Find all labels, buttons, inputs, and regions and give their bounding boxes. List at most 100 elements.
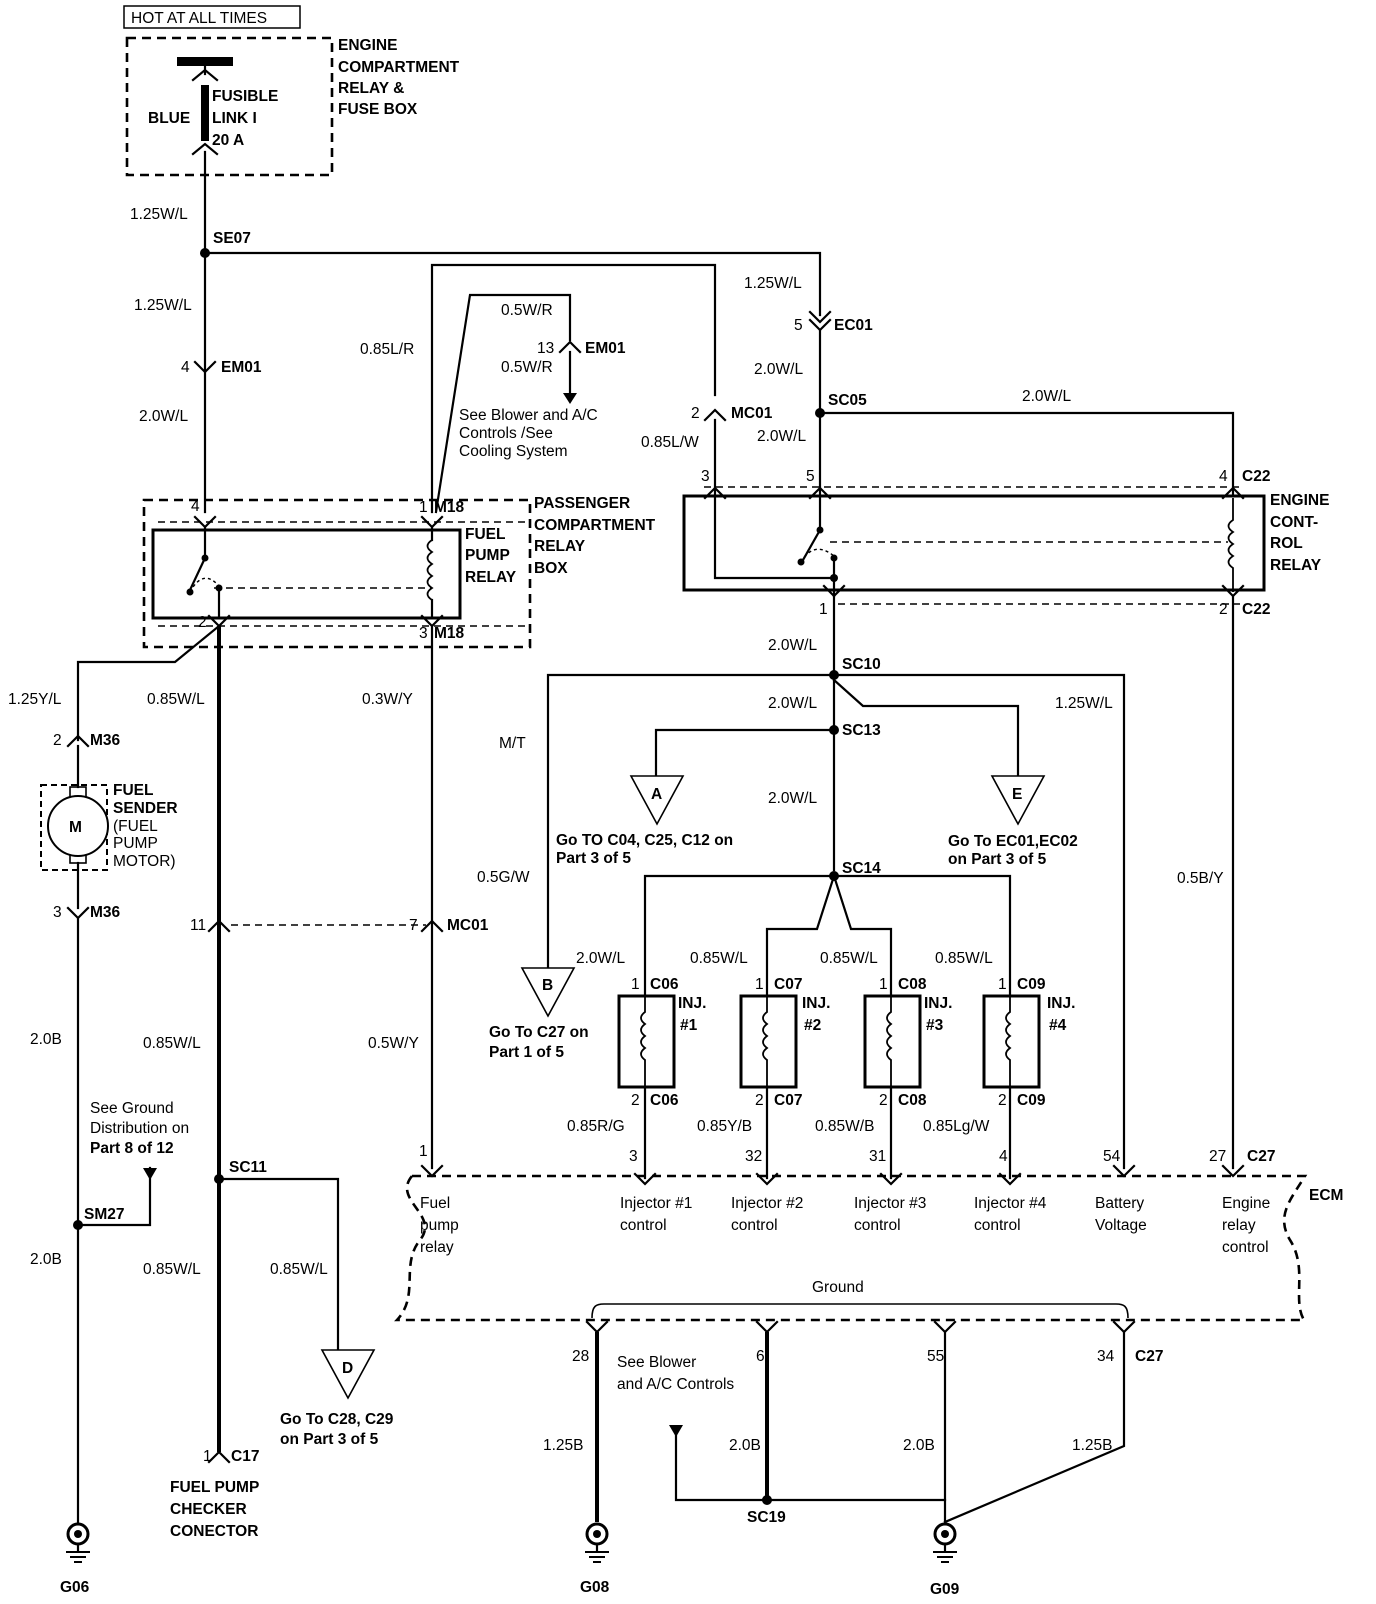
fuel-pump-relay bbox=[151, 528, 462, 620]
diagram-label: (FUEL bbox=[113, 818, 158, 835]
diagram-label: SC13 bbox=[842, 722, 881, 739]
diagram-label: C09 bbox=[1017, 1092, 1046, 1109]
diagram-label: 2.0B bbox=[903, 1437, 935, 1454]
ref-triangle-d: D Go To C28, C29 on Part 3 of 5 bbox=[280, 1349, 394, 1448]
blower-ac-note: See Blower and A/C Controls bbox=[617, 1354, 734, 1393]
connector-em01: 4 EM01 bbox=[181, 359, 262, 376]
diagram-label: 0.85W/L bbox=[935, 950, 993, 967]
diagram-label: Go To EC01,EC02 bbox=[948, 833, 1078, 850]
diagram-label: 0.5W/Y bbox=[368, 1035, 419, 1052]
diagram-label: C09 bbox=[1017, 976, 1046, 993]
injector-2: 0.85W/L 1 C07 INJ. #2 2 C07 0.85Y/B 32 bbox=[690, 950, 830, 1165]
diagram-label: Injector #3 bbox=[854, 1195, 926, 1212]
diagram-label: #3 bbox=[926, 1017, 944, 1034]
fuel-pump-checker-connector-label: FUEL PUMP CHECKER CONECTOR bbox=[170, 1479, 259, 1540]
hot-at-all-times-banner: HOT AT ALL TIMES bbox=[123, 5, 301, 29]
diagram-label: ENGINE bbox=[338, 37, 397, 54]
diagram-label: 2.0W/L bbox=[768, 695, 817, 712]
diagram-label: control bbox=[854, 1217, 901, 1234]
diagram-label: M36 bbox=[90, 732, 121, 749]
diagram-label: control bbox=[1222, 1239, 1269, 1256]
fusible-link: BLUE FUSIBLE LINK I 20 A bbox=[148, 57, 278, 156]
diagram-label: RELAY & bbox=[338, 80, 404, 97]
relay-switch-contacts: 4 2 bbox=[186, 498, 432, 631]
diagram-label: INJ. bbox=[924, 995, 952, 1012]
diagram-label: Injector #1 bbox=[620, 1195, 692, 1212]
diagram-label: 20 A bbox=[212, 132, 244, 149]
diagram-label: INJ. bbox=[802, 995, 830, 1012]
diagram-label: 1 bbox=[419, 499, 428, 516]
diagram-label: SC11 bbox=[229, 1159, 267, 1176]
diagram-label: 0.85R/G bbox=[567, 1118, 625, 1135]
diagram-label: Ground bbox=[812, 1279, 864, 1296]
diagram-label: INJ. bbox=[678, 995, 706, 1012]
wire-ground-34 bbox=[943, 1330, 1126, 1524]
diagram-label: 0.85W/L bbox=[270, 1261, 328, 1278]
wire-125wl bbox=[832, 673, 1126, 1170]
diagram-label: 2 bbox=[198, 614, 207, 631]
diagram-label: 2.0W/L bbox=[576, 950, 625, 967]
diagram-label: SC05 bbox=[828, 392, 867, 409]
diagram-label: SENDER bbox=[113, 800, 178, 817]
fuse-box-outline bbox=[125, 36, 334, 177]
diagram-label: SM27 bbox=[84, 1206, 125, 1223]
diagram-label: D bbox=[342, 1360, 353, 1377]
diagram-label: control bbox=[731, 1217, 778, 1234]
diagram-label: 31 bbox=[869, 1148, 886, 1165]
diagram-label: 5 bbox=[794, 317, 803, 334]
diagram-label: 1 bbox=[879, 976, 888, 993]
diagram-label: 1 bbox=[755, 976, 764, 993]
diagram-label: See Blower bbox=[617, 1354, 696, 1371]
diagram-label: 2.0W/L bbox=[757, 428, 806, 445]
diagram-label: A bbox=[651, 786, 662, 803]
fuel-pump-motor: M bbox=[47, 786, 109, 864]
diagram-label: FUSIBLE bbox=[212, 88, 278, 105]
diagram-label: C27 bbox=[1135, 1348, 1163, 1365]
diagram-label: Injector #2 bbox=[731, 1195, 803, 1212]
diagram-label: 1.25B bbox=[1072, 1437, 1113, 1454]
diagram-label: See Blower and A/C bbox=[459, 407, 598, 424]
connector-em01-13: 13 EM01 bbox=[537, 340, 626, 357]
diagram-label: 2 bbox=[631, 1092, 640, 1109]
diagram-label: 2.0B bbox=[30, 1251, 62, 1268]
wire-05gw bbox=[546, 673, 836, 970]
diagram-label: 11 bbox=[190, 917, 206, 934]
diagram-label: 0.5B/Y bbox=[1177, 870, 1224, 887]
diagram-label: Controls /See bbox=[459, 425, 553, 442]
diagram-label: C06 bbox=[650, 1092, 679, 1109]
diagram-label: MC01 bbox=[447, 917, 489, 934]
diagram-label: G09 bbox=[930, 1581, 960, 1598]
diagram-label: 1.25W/L bbox=[1055, 695, 1113, 712]
fuel-pump-relay-label: FUEL PUMP RELAY bbox=[465, 526, 517, 586]
diagram-label: Fuel bbox=[420, 1195, 450, 1212]
diagram-label: RELAY bbox=[534, 538, 586, 555]
diagram-label: Cooling System bbox=[459, 443, 568, 460]
diagram-label: 2.0B bbox=[30, 1031, 62, 1048]
diagram-label: ENGINE bbox=[1270, 492, 1329, 509]
diagram-label: 2.0W/L bbox=[139, 408, 188, 425]
diagram-label: 4 bbox=[1219, 468, 1228, 485]
injector-1: 2.0W/L 1 C06 INJ. #1 2 C06 0.85R/G 3 bbox=[567, 950, 706, 1165]
diagram-label: 2 bbox=[1219, 601, 1228, 618]
diagram-label: Part 8 of 12 bbox=[90, 1140, 174, 1157]
diagram-label: 2.0W/L bbox=[754, 361, 803, 378]
connector-c17: 1 C17 bbox=[203, 1448, 259, 1465]
passenger-relay-box-outline bbox=[142, 498, 532, 649]
diagram-label: EM01 bbox=[221, 359, 262, 376]
diagram-label: Engine bbox=[1222, 1195, 1270, 1212]
diagram-label: Go To C27 on bbox=[489, 1024, 589, 1041]
fuel-sender-outline bbox=[40, 784, 108, 871]
diagram-label: MOTOR) bbox=[113, 853, 176, 870]
ground-distribution-note: See Ground Distribution on Part 8 of 12 bbox=[90, 1100, 189, 1157]
diagram-label: Injector #4 bbox=[974, 1195, 1047, 1212]
diagram-label: and A/C Controls bbox=[617, 1376, 734, 1393]
diagram-label: control bbox=[974, 1217, 1021, 1234]
diagram-label: EC01 bbox=[834, 317, 873, 334]
wire-sc10-e bbox=[832, 678, 1020, 778]
diagram-label: B bbox=[542, 977, 553, 994]
diagram-label: 5 bbox=[806, 468, 815, 485]
diagram-label: 3 bbox=[629, 1148, 638, 1165]
diagram-label: FUEL bbox=[465, 526, 505, 543]
diagram-label: BOX bbox=[534, 560, 568, 577]
diagram-label: CONT- bbox=[1270, 514, 1318, 531]
